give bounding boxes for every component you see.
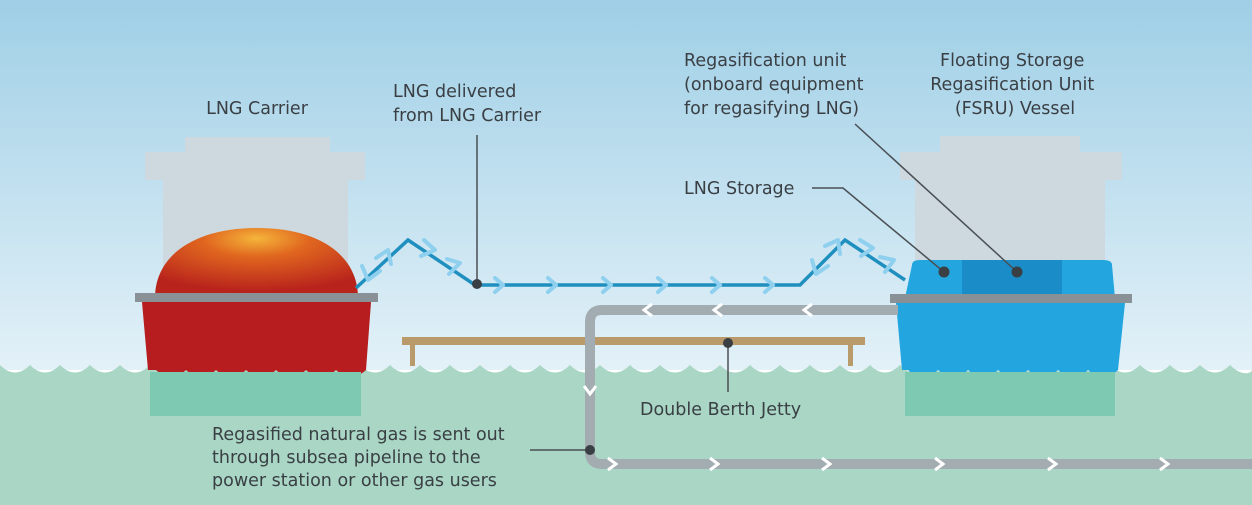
lng-arrow xyxy=(710,276,722,294)
label-lng-storage: LNG Storage xyxy=(684,179,794,199)
carrier-hull-underwater xyxy=(150,372,361,416)
fsru-vessel xyxy=(890,136,1132,416)
leader-dots xyxy=(472,266,1023,455)
lng-arrow xyxy=(878,255,896,274)
fsru-superstructure xyxy=(900,152,1122,180)
lng-arrow xyxy=(493,276,505,294)
leader-dot xyxy=(723,338,733,348)
lng-arrow xyxy=(858,238,875,258)
label-double-berth-jetty: Double Berth Jetty xyxy=(640,400,801,420)
leader-lines xyxy=(476,123,1018,451)
fsru-superstructure-top xyxy=(940,136,1080,156)
lng-arrow xyxy=(823,238,842,256)
lng-carrier xyxy=(135,137,378,416)
label-fsru-vessel: Floating Storage Regasification Unit (FS… xyxy=(930,51,1100,119)
jetty-leg-right xyxy=(848,344,853,366)
leader-dot xyxy=(1011,266,1023,278)
leader-dot xyxy=(938,266,950,278)
leader-regas-unit xyxy=(854,123,1018,273)
lng-arrow xyxy=(374,248,393,266)
lng-arrow xyxy=(810,258,830,276)
carrier-hull xyxy=(142,302,371,377)
label-lng-delivered: LNG delivered from LNG Carrier xyxy=(393,82,542,126)
label-regasified-gas: Regasified natural gas is sent out throu… xyxy=(212,425,510,491)
gas-arrow xyxy=(582,385,598,397)
lng-arrow xyxy=(360,264,382,282)
carrier-superstructure xyxy=(145,152,365,180)
gas-pipeline xyxy=(582,302,1252,472)
label-lng-carrier: LNG Carrier xyxy=(206,99,309,119)
fsru-hull xyxy=(896,303,1125,377)
leader-dot xyxy=(585,445,595,455)
lng-arrow xyxy=(763,276,775,294)
carrier-lng-dome xyxy=(155,228,358,298)
lng-arrow xyxy=(656,276,668,294)
lng-arrow xyxy=(546,276,558,294)
leader-lng-storage xyxy=(812,187,945,273)
gas-arrow xyxy=(934,456,946,472)
gas-arrow xyxy=(709,456,721,472)
gas-arrow xyxy=(801,302,813,318)
jetty xyxy=(402,337,865,366)
gas-pipe xyxy=(585,305,1252,469)
gas-arrow xyxy=(711,302,723,318)
gas-arrow xyxy=(607,456,619,472)
fsru-superstructure-body xyxy=(915,178,1105,263)
fsru-hull-underwater xyxy=(905,372,1115,416)
gas-arrow xyxy=(1159,456,1171,472)
lng-arrow xyxy=(445,257,462,276)
gas-arrow xyxy=(821,456,833,472)
label-regasification-unit: Regasification unit (onboard equipment f… xyxy=(684,51,869,119)
fsru-deck xyxy=(890,294,1132,303)
gas-arrow xyxy=(641,302,653,318)
fsru-regas-unit-block xyxy=(962,260,1062,298)
jetty-deck xyxy=(402,337,865,345)
lng-line xyxy=(354,237,906,290)
leader-dot xyxy=(472,279,482,289)
lng-transfer-line xyxy=(354,237,906,294)
lng-arrow xyxy=(419,238,437,258)
carrier-deck xyxy=(135,293,378,302)
lng-arrow xyxy=(601,276,613,294)
jetty-leg-left xyxy=(410,344,415,366)
gas-arrow xyxy=(1047,456,1059,472)
